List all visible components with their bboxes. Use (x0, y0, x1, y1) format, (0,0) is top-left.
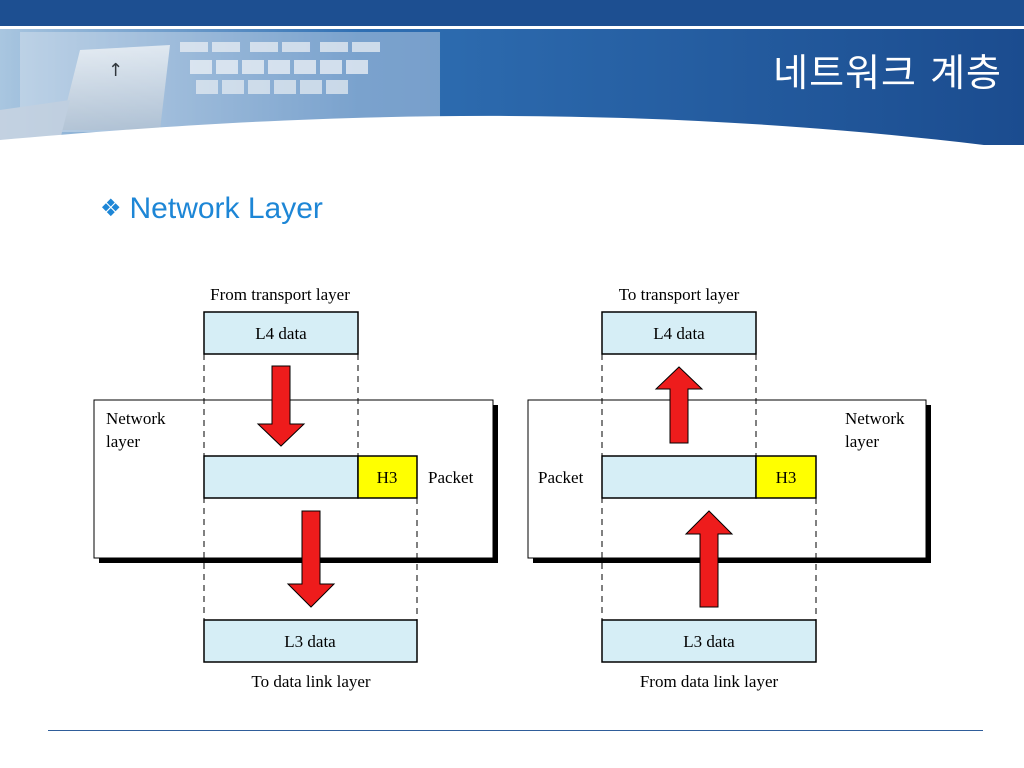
sender-l4-box (203, 311, 359, 355)
sender-layer-label-2: layer (106, 432, 140, 451)
svg-text:↑: ↑ (108, 60, 123, 81)
sender-l4-label: L4 data (255, 324, 307, 343)
receiver-l3-label: L3 data (683, 632, 735, 651)
receiver-diagram: To transport layer L4 data Network layer… (527, 285, 931, 691)
sender-diagram: From transport layer L4 data Network lay… (93, 285, 498, 691)
sender-top-caption: From transport layer (210, 285, 350, 304)
receiver-bottom-caption: From data link layer (640, 672, 779, 691)
sender-h3-box (357, 455, 418, 499)
sender-packet-data (203, 455, 359, 499)
receiver-l4-box (601, 311, 757, 355)
footer-divider (48, 730, 983, 731)
receiver-l3-box (601, 619, 817, 663)
header-banner: ↑ (0, 0, 1024, 145)
bullet-text: Network Layer (129, 192, 323, 225)
sender-packet-label: Packet (428, 468, 474, 487)
slide-title: 네트워크 계층 (773, 51, 1002, 95)
receiver-arrow-up-1 (654, 366, 704, 444)
receiver-layer-label-1: Network (845, 409, 905, 428)
sender-arrow-down-2 (286, 510, 336, 608)
receiver-top-caption: To transport layer (619, 285, 740, 304)
bullet-heading: ❖Network Layer (100, 192, 323, 226)
receiver-l4-label: L4 data (653, 324, 705, 343)
sender-h3-label: H3 (377, 468, 398, 487)
receiver-packet-label: Packet (538, 468, 584, 487)
receiver-layer-label-2: layer (845, 432, 879, 451)
sender-layer-label-1: Network (106, 409, 166, 428)
receiver-packet-data (601, 455, 757, 499)
sender-l3-box (203, 619, 418, 663)
receiver-h3-box (755, 455, 817, 499)
sender-arrow-down-1 (256, 365, 306, 447)
receiver-arrow-up-2 (684, 510, 734, 608)
diamond-bullet-icon: ❖ (100, 194, 122, 222)
keyboard-image: ↑ (0, 32, 440, 140)
receiver-h3-label: H3 (776, 468, 797, 487)
sender-bottom-caption: To data link layer (251, 672, 371, 691)
sender-l3-label: L3 data (284, 632, 336, 651)
